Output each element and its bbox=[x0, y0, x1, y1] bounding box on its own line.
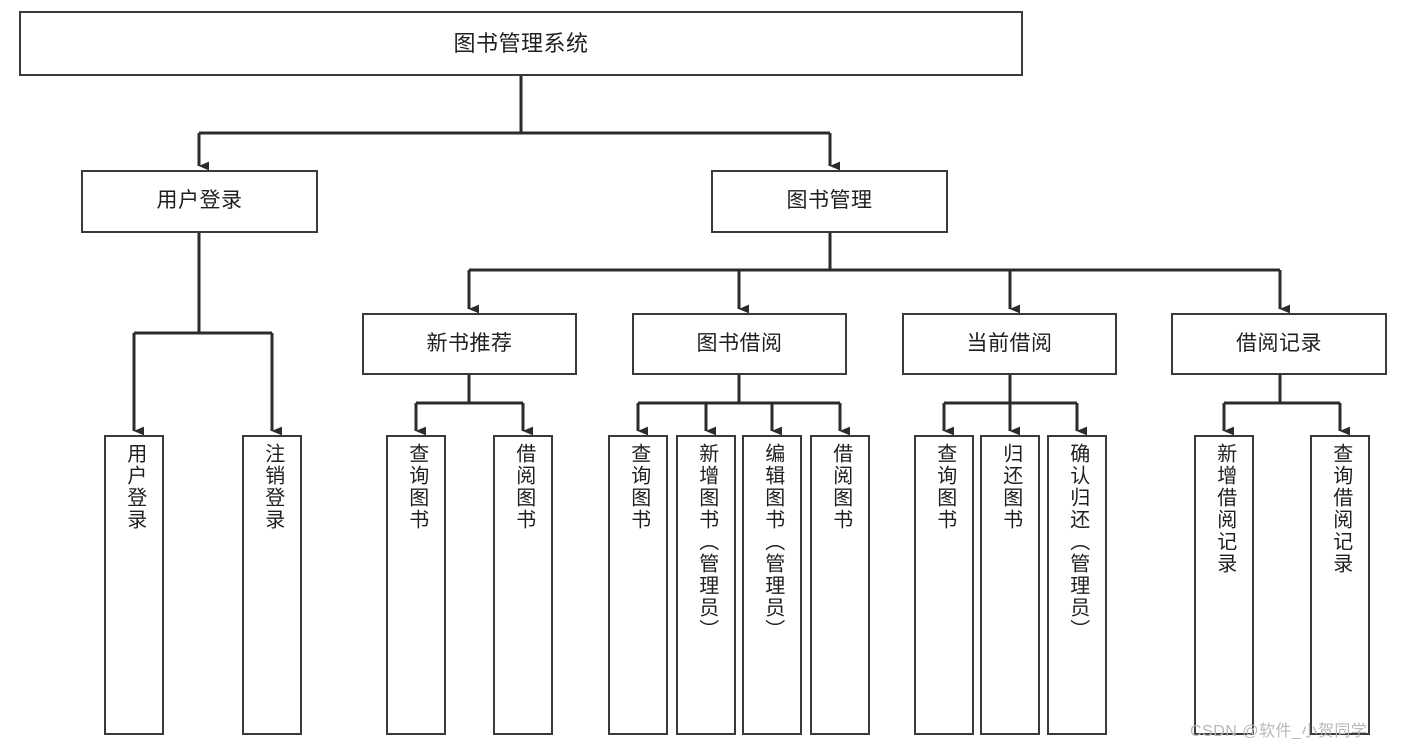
node-label: 查询借阅记录 bbox=[1329, 443, 1352, 575]
node-label: 借阅图书 bbox=[512, 443, 535, 531]
leaf-query-book-borrow[interactable]: 查询图书 bbox=[608, 435, 668, 735]
node-label: 图书借阅 bbox=[696, 331, 783, 355]
node-root-system[interactable]: 图书管理系统 bbox=[19, 11, 1023, 76]
node-label: 用户登录 bbox=[123, 443, 146, 531]
node-label: 新增图书（管理员） bbox=[695, 443, 718, 641]
leaf-query-borrow-record[interactable]: 查询借阅记录 bbox=[1310, 435, 1370, 735]
leaf-add-book-admin[interactable]: 新增图书（管理员） bbox=[676, 435, 736, 735]
node-user-login[interactable]: 用户登录 bbox=[81, 170, 318, 233]
leaf-logout[interactable]: 注销登录 bbox=[242, 435, 302, 735]
node-label: 查询图书 bbox=[627, 443, 650, 531]
node-current-borrow[interactable]: 当前借阅 bbox=[902, 313, 1117, 375]
node-label: 归还图书 bbox=[999, 443, 1022, 531]
leaf-query-book-new[interactable]: 查询图书 bbox=[386, 435, 446, 735]
node-label: 注销登录 bbox=[261, 443, 284, 531]
node-label: 新增借阅记录 bbox=[1213, 443, 1236, 575]
leaf-return-book[interactable]: 归还图书 bbox=[980, 435, 1040, 735]
leaf-borrow-book-new[interactable]: 借阅图书 bbox=[493, 435, 553, 735]
leaf-borrow-book[interactable]: 借阅图书 bbox=[810, 435, 870, 735]
leaf-user-login[interactable]: 用户登录 bbox=[104, 435, 164, 735]
csdn-watermark: CSDN @软件_小贺同学 bbox=[1190, 723, 1368, 740]
node-book-management[interactable]: 图书管理 bbox=[711, 170, 948, 233]
node-label: 确认归还（管理员） bbox=[1066, 443, 1089, 641]
node-borrow-record[interactable]: 借阅记录 bbox=[1171, 313, 1387, 375]
node-label: 借阅图书 bbox=[829, 443, 852, 531]
leaf-add-borrow-record[interactable]: 新增借阅记录 bbox=[1194, 435, 1254, 735]
node-label: 图书管理 bbox=[786, 189, 873, 213]
node-new-book-recommend[interactable]: 新书推荐 bbox=[362, 313, 577, 375]
node-label: 查询图书 bbox=[933, 443, 956, 531]
node-label: 借阅记录 bbox=[1236, 331, 1322, 355]
leaf-edit-book-admin[interactable]: 编辑图书（管理员） bbox=[742, 435, 802, 735]
leaf-query-book-current[interactable]: 查询图书 bbox=[914, 435, 974, 735]
node-label: 编辑图书（管理员） bbox=[761, 443, 784, 641]
node-label: 查询图书 bbox=[405, 443, 428, 531]
node-label: 图书管理系统 bbox=[453, 30, 589, 56]
node-book-borrow[interactable]: 图书借阅 bbox=[632, 313, 847, 375]
node-label: 用户登录 bbox=[156, 189, 243, 213]
node-label: 新书推荐 bbox=[426, 331, 513, 355]
node-label: 当前借阅 bbox=[966, 331, 1053, 355]
leaf-confirm-return-admin[interactable]: 确认归还（管理员） bbox=[1047, 435, 1107, 735]
